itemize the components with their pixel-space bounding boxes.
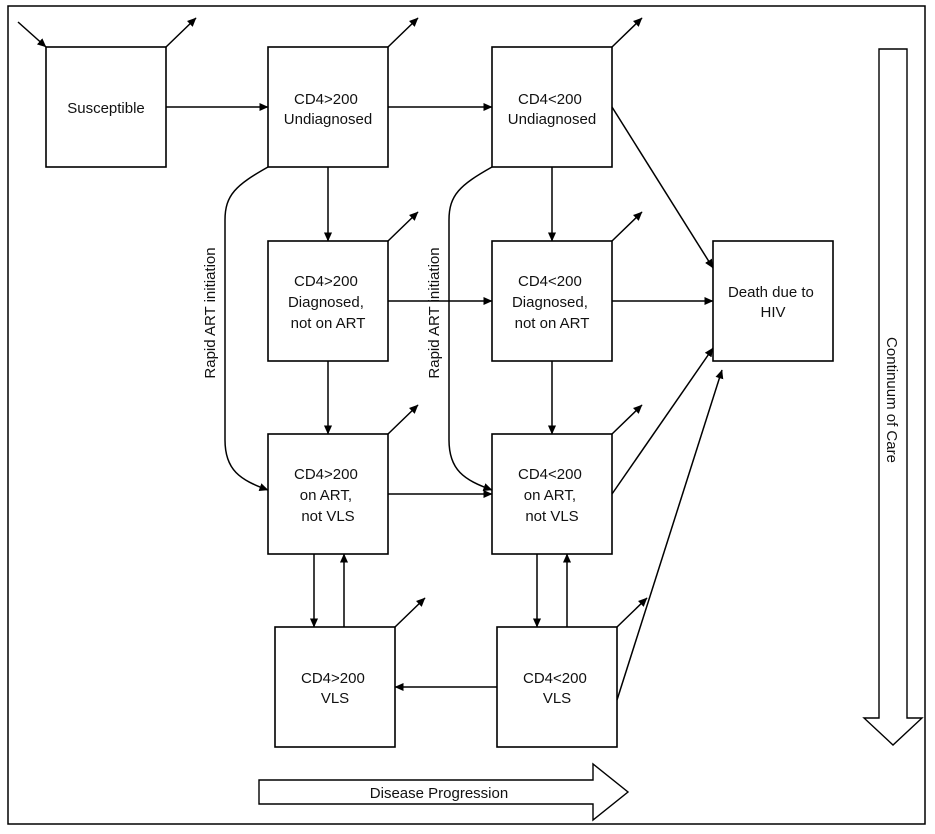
arrow-exit-cd4-low-diagnosed xyxy=(611,211,643,242)
label-rapid-art-initiation-2: Rapid ART initiation xyxy=(426,247,443,378)
arrow-exit-cd4-high-on-art xyxy=(387,404,419,435)
label-susceptible: Susceptible xyxy=(67,100,145,117)
box-susceptible xyxy=(45,46,167,168)
label-rapid-art-initiation-1: Rapid ART initiation xyxy=(202,247,219,378)
arrow-exit-cd4-high-diagnosed xyxy=(387,211,419,242)
arrow-exit-cd4-high-undiagnosed xyxy=(387,17,419,48)
arrow-undiagnosed-to-death xyxy=(611,106,714,269)
box-cd4-high-undiagnosed xyxy=(267,46,389,168)
arrow-exit-susceptible xyxy=(165,17,197,48)
outer-frame xyxy=(7,5,926,825)
label-continuum-of-care: Continuum of Care xyxy=(883,337,900,463)
arrow-entry xyxy=(17,21,47,48)
arrow-on-art-to-death xyxy=(611,347,714,495)
box-cd4-low-vls xyxy=(496,626,618,748)
arrow-exit-cd4-low-undiagnosed xyxy=(611,17,643,48)
label-cd4-low-on-art: CD4<200 on ART, not VLS xyxy=(518,466,586,525)
arrow-exit-cd4-high-vls xyxy=(394,597,426,628)
arrow-rapid-art-low xyxy=(448,166,493,491)
arrow-continuum-of-care xyxy=(862,48,924,746)
label-disease-progression: Disease Progression xyxy=(370,785,508,802)
arrow-rapid-art-high xyxy=(224,166,269,491)
label-cd4-low-undiagnosed: CD4<200 Undiagnosed xyxy=(508,91,596,128)
arrow-exit-cd4-low-vls xyxy=(616,597,648,628)
box-cd4-high-vls xyxy=(274,626,396,748)
label-cd4-low-vls: CD4<200 VLS xyxy=(523,670,591,707)
label-death-hiv: Death due to HIV xyxy=(728,284,818,321)
arrow-vls-to-death xyxy=(616,369,724,701)
label-cd4-high-on-art: CD4>200 on ART, not VLS xyxy=(294,466,362,525)
label-cd4-low-diagnosed: CD4<200 Diagnosed, not on ART xyxy=(512,273,592,332)
arrow-exit-cd4-low-on-art xyxy=(611,404,643,435)
label-cd4-high-undiagnosed: CD4>200 Undiagnosed xyxy=(284,91,372,128)
arrow-disease-progression xyxy=(258,762,630,822)
label-cd4-high-vls: CD4>200 VLS xyxy=(301,670,369,707)
box-cd4-high-on-art xyxy=(267,433,389,555)
label-cd4-high-diagnosed: CD4>200 Diagnosed, not on ART xyxy=(288,273,368,332)
box-cd4-high-diagnosed xyxy=(267,240,389,362)
box-death-hiv xyxy=(712,240,834,362)
